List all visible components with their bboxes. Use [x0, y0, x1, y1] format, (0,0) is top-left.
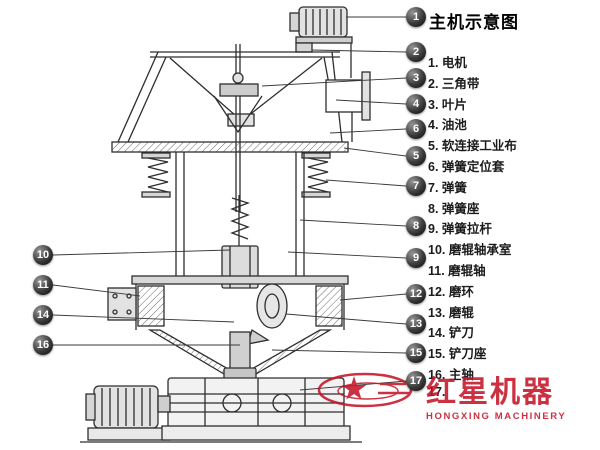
callout-3: 3 — [406, 68, 426, 88]
right-spring — [307, 157, 329, 193]
shovel-blade — [247, 328, 270, 345]
callout-1: 1 — [406, 7, 426, 27]
page-title: 主机示意图 — [429, 13, 519, 32]
callout-5: 5 — [406, 146, 426, 166]
legend-item: 7. 弹簧 — [428, 180, 467, 195]
parts-legend: 1. 电机 2. 三角带 3. 叶片 4. 油池 5. 软连接工业布 6. 弹簧… — [428, 52, 517, 406]
callout-12: 12 — [406, 284, 426, 304]
callout-17: 17 — [406, 371, 426, 391]
callout-10: 10 — [33, 245, 53, 265]
legend-item: 5. 软连接工业布 — [428, 139, 517, 154]
legend-item: 14. 铲刀 — [428, 326, 474, 341]
legend-item: 17. — [428, 384, 446, 399]
legend-item: 1. 电机 — [428, 56, 467, 70]
callout-9: 9 — [406, 248, 426, 268]
legend-item: 4. 油池 — [428, 118, 467, 133]
legend-item: 13. 磨辊 — [428, 305, 474, 320]
center-spring — [230, 197, 251, 240]
legend-item: 11. 磨辊轴 — [428, 263, 486, 278]
legend-item: 15. 铲刀座 — [428, 347, 487, 362]
callout-13: 13 — [406, 314, 426, 334]
blade — [219, 83, 259, 97]
callout-11: 11 — [33, 275, 53, 295]
leader-lines — [52, 16, 407, 391]
classifier-shaft — [235, 44, 241, 212]
legend-item: 10. 磨辊轴承室 — [428, 243, 512, 258]
callout-8: 8 — [406, 216, 426, 236]
callout-6: 6 — [406, 119, 426, 139]
callout-2: 2 — [406, 42, 426, 62]
callout-15: 15 — [406, 343, 426, 363]
soft-connection-band — [111, 141, 349, 153]
legend-item: 9. 弹簧拉杆 — [428, 222, 492, 237]
legend-item: 2. 三角带 — [428, 76, 480, 91]
legend-item: 12. 磨环 — [428, 284, 474, 299]
legend-item: 3. 叶片 — [428, 97, 467, 112]
outlet-duct — [325, 79, 363, 113]
legend-item: 16. 主轴 — [428, 367, 474, 382]
grinding-roller — [256, 283, 288, 329]
callout-14: 14 — [33, 305, 53, 325]
callout-4: 4 — [406, 94, 426, 114]
left-spring — [147, 157, 169, 193]
belt-pulley — [295, 42, 313, 53]
callout-7: 7 — [406, 176, 426, 196]
callout-16: 16 — [33, 335, 53, 355]
grinding-ring-right — [315, 285, 343, 327]
grinding-ring-left — [137, 285, 165, 327]
legend-item: 8. 弹簧座 — [428, 201, 480, 216]
legend-item: 6. 弹簧定位套 — [428, 159, 505, 174]
